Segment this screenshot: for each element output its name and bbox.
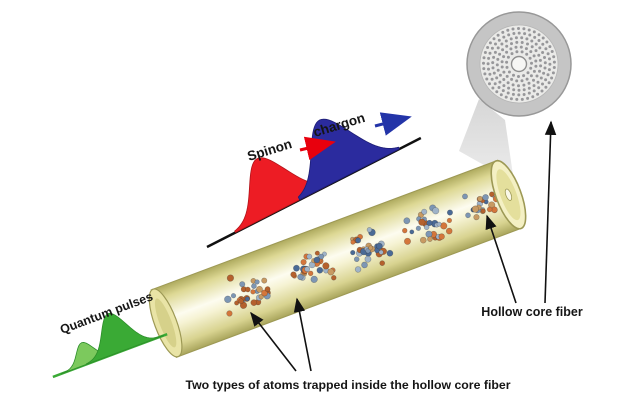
- fiber-tube-body: [150, 159, 524, 358]
- cross-section-microstructure: [482, 27, 556, 101]
- spinon-arrow: [299, 136, 336, 161]
- fiber-left-end-core: [154, 298, 177, 348]
- arrow-to-atoms-right: [293, 297, 312, 372]
- fiber-cross-section: [466, 11, 572, 117]
- hollow-core-fiber-label: Hollow core fiber: [481, 305, 583, 319]
- cross-section-hollow-core: [510, 55, 528, 73]
- fiber-right-end-hole: [504, 188, 513, 201]
- trapped-atoms-group: [224, 191, 500, 317]
- arrow-to-fiber-end: [485, 214, 517, 304]
- quantum-pulse-large: [85, 312, 164, 365]
- arrow-to-cross-section: [544, 120, 557, 304]
- arrow-to-atoms-left: [250, 311, 297, 372]
- chargon-arrow: [374, 112, 412, 136]
- atoms-caption: Two types of atoms trapped inside the ho…: [186, 378, 511, 392]
- hollow-core-fiber: [148, 159, 527, 358]
- quantum-pulses-group: [52, 312, 168, 379]
